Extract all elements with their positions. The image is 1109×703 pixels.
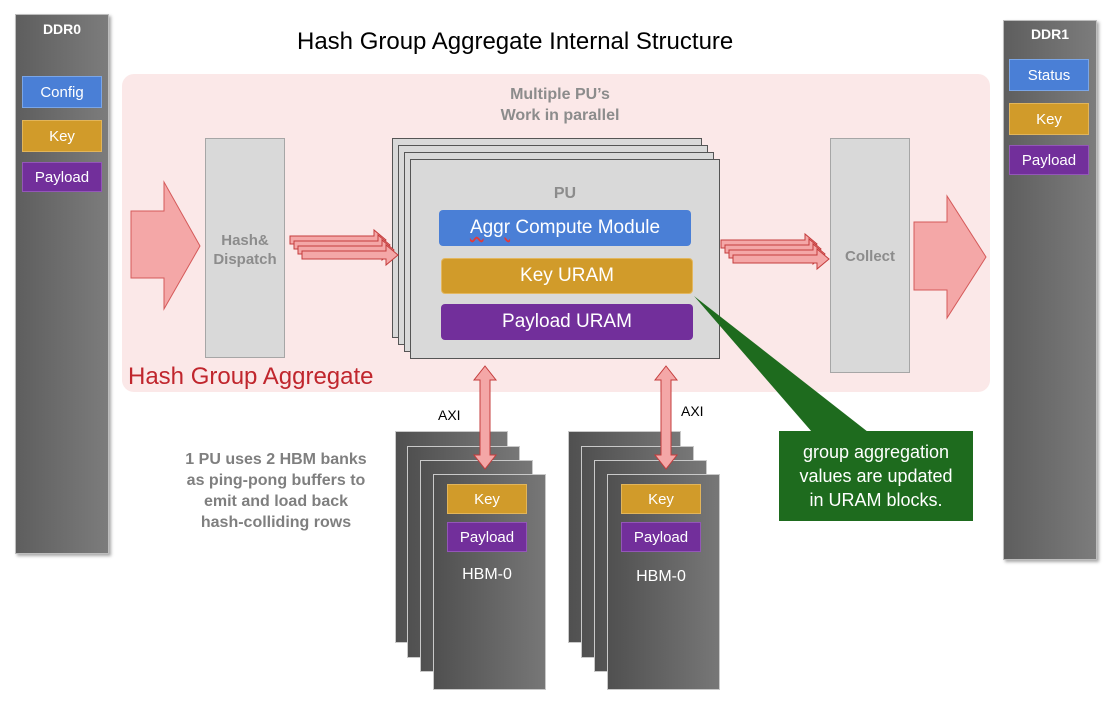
input-arrow xyxy=(130,180,201,311)
hbm1-key: Key xyxy=(447,484,527,514)
hbm-stack-2: Key Payload HBM-0 xyxy=(607,474,720,690)
ddr0-payload: Payload xyxy=(22,162,102,192)
hash-dispatch-label: Hash& Dispatch xyxy=(213,232,277,268)
hbm-bank-note: 1 PU uses 2 HBM banks as ping-pong buffe… xyxy=(185,451,367,531)
output-arrow xyxy=(913,194,987,320)
pu-block: PU Aggr Compute Module Key URAM Payload … xyxy=(410,159,720,359)
ddr1-label: DDR1 xyxy=(1030,26,1070,42)
ddr0-config: Config xyxy=(22,76,102,108)
hbm2-key: Key xyxy=(621,484,701,514)
pu-to-collect-arrows xyxy=(720,232,830,271)
ddr1-bank: DDR1 Status Key Payload xyxy=(1003,20,1097,560)
ddr1-payload: Payload xyxy=(1009,145,1089,175)
pu-label: PU xyxy=(553,185,577,202)
aggr-compute-module: Aggr Compute Module xyxy=(439,210,691,246)
payload-uram: Payload URAM xyxy=(441,304,693,340)
uram-update-callout: group aggregation values are updated in … xyxy=(779,431,973,521)
key-uram: Key URAM xyxy=(441,258,693,294)
hbm2-payload: Payload xyxy=(621,522,701,552)
axi-arrow-left xyxy=(472,365,498,470)
axi-label-right: AXI xyxy=(681,403,704,419)
hbm1-label: HBM-0 xyxy=(462,566,512,583)
hbm1-payload: Payload xyxy=(447,522,527,552)
axi-arrow-right xyxy=(653,365,679,470)
hbm-stack-1: Key Payload HBM-0 xyxy=(433,474,546,690)
collect-box: Collect xyxy=(830,138,910,373)
ddr0-bank: DDR0 Config Key Payload xyxy=(15,14,109,554)
callout-pointer xyxy=(694,296,868,432)
hash-group-aggregate-label: Hash Group Aggregate xyxy=(128,363,374,390)
aggr-rest: Compute Module xyxy=(510,217,661,238)
ddr0-label: DDR0 xyxy=(42,21,82,37)
diagram-title: Hash Group Aggregate Internal Structure xyxy=(297,28,734,55)
hbm2-label: HBM-0 xyxy=(636,568,686,585)
axi-label-left: AXI xyxy=(438,407,461,423)
ddr1-key: Key xyxy=(1009,103,1089,135)
hash-dispatch-box: Hash& Dispatch xyxy=(205,138,285,358)
ddr1-status: Status xyxy=(1009,59,1089,91)
collect-label: Collect xyxy=(844,248,895,265)
dispatch-to-pu-arrows xyxy=(289,228,399,267)
aggr-word: Aggr xyxy=(469,217,511,238)
multiple-pu-note: Multiple PU’s Work in parallel xyxy=(500,86,620,124)
ddr0-key: Key xyxy=(22,120,102,152)
